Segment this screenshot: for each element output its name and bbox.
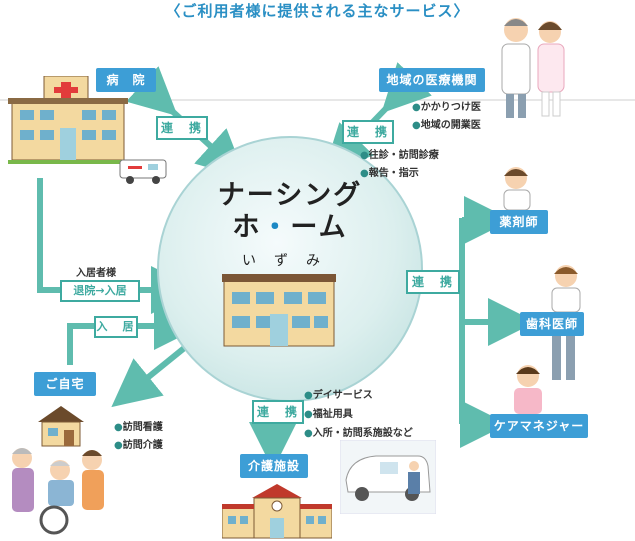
wheelchair-van-illustration [340,440,436,514]
facility-service-1-text: デイサービス [312,390,373,401]
medical-service-2-text: 報告・指示 [368,168,419,179]
discharge-label: 退院→入居 [60,280,140,302]
name-line2: ホ・ーム [190,212,390,244]
pharmacist-illustration [503,167,531,210]
name-ho: ホ [232,212,262,243]
nursing-home-subname: いずみ [242,253,338,269]
home-label: ご自宅 [34,372,96,396]
house-icon [38,406,84,447]
facility-service-2-text: 福祉用具 [312,409,353,420]
ambulance-icon [119,159,167,184]
medical-service-1: ●往診・訪問診療 [360,150,439,161]
home-service-arrow [111,342,190,408]
name-dot: ・ [261,212,291,243]
name-line1: ナーシング [217,180,363,211]
nursing-home-building-icon [222,274,336,347]
name-mu: ーム [290,212,348,243]
nursing-home-name: ナーシング ホ・ーム [190,180,390,244]
care-facility-label: 介護施設 [240,454,308,478]
facility-link-label: 連 携 [252,400,304,424]
medical-item-1-text: かかりつけ医 [420,102,481,113]
entry-label: 入 居 [94,316,138,338]
medical-service-2: ●報告・指示 [360,168,419,179]
hospital-link-label: 連 携 [156,116,208,140]
home-service-1: ●訪問看護 [114,422,163,433]
facility-service-3: ●入所・訪問系施設など [304,428,413,439]
pharmacist-label: 薬剤師 [490,210,548,234]
facility-service-3-text: 入所・訪問系施設など [312,428,413,439]
entry-arrow [67,302,202,365]
medical-item-2-text: 地域の開業医 [420,120,481,131]
medical-item-1: ●かかりつけ医 [412,102,481,113]
dentist-label: 歯科医師 [520,312,584,336]
doctor-nurse-illustration [501,18,565,118]
elderly-family-illustration [12,448,104,535]
medical-item-2: ●地域の開業医 [412,120,481,131]
right-link-label: 連 携 [406,270,460,294]
care-manager-illustration [514,365,542,414]
dentist-illustration [551,265,581,312]
medical-label: 地域の医療機関 [379,68,485,92]
home-service-1-text: 訪問看護 [122,422,163,433]
page-title: 〈ご利用者様に提供される主なサービス〉 [165,2,470,20]
care-manager-label: ケアマネジャー [490,414,588,438]
hospital-label: 病 院 [96,68,156,92]
hospital-building-icon [8,76,128,164]
medical-service-1-text: 往診・訪問診療 [368,150,439,161]
medical-link-label: 連 携 [342,120,394,144]
care-facility-building-icon [222,484,332,539]
admission-caption: 入居者様 [76,268,116,279]
facility-service-2: ●福祉用具 [304,409,353,420]
home-service-2: ●訪問介護 [114,440,163,451]
dentist-legs [552,336,575,380]
facility-service-1: ●デイサービス [304,390,373,401]
home-service-2-text: 訪問介護 [122,440,163,451]
